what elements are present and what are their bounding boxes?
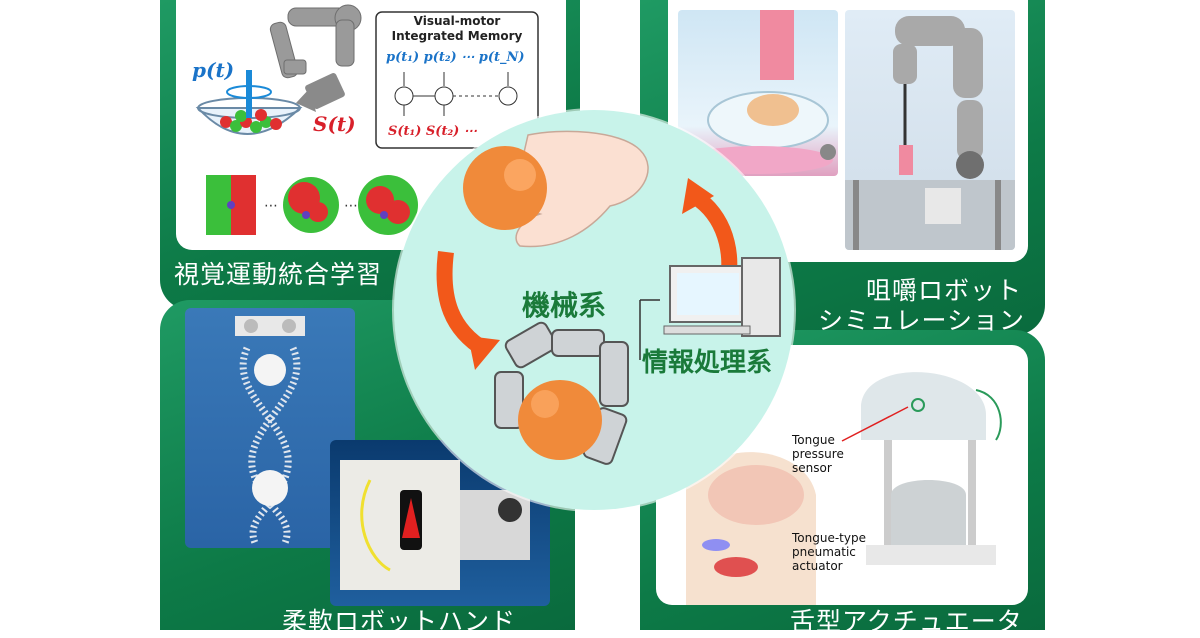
memory-chain — [394, 72, 518, 116]
particle-diagram-3 — [358, 175, 418, 235]
label-tongue-actuator: 舌型アクチュエータ — [790, 607, 1023, 636]
label-chewing-2: シミュレーション — [818, 306, 1026, 335]
svg-text:⋯: ⋯ — [344, 198, 358, 214]
equation-p: p(t) — [192, 58, 235, 82]
label-info-processing: 情報処理系 — [642, 348, 773, 378]
sensor-label-2: pressure — [792, 447, 844, 461]
sensor-label-3: sensor — [792, 461, 832, 475]
particle-diagram-2 — [283, 177, 339, 233]
actuator-label-2: pneumatic — [792, 545, 856, 559]
actuator-label-3: actuator — [792, 559, 843, 573]
head-illustration — [686, 452, 816, 605]
tongue-icon — [714, 557, 758, 577]
label-mechanical: 機械系 — [522, 289, 607, 322]
actuator-label-1: Tongue-type — [792, 531, 866, 545]
memory-p-row: p(t₁) p(t₂) ⋯ p(t_N) — [386, 50, 525, 65]
tongue-actuator-card: Tongue pressure sensor Tongue-type pneum… — [656, 345, 1028, 605]
memory-s-row: S(t₁) S(t₂) ⋯ — [388, 124, 477, 139]
robot-arm-icon — [269, 4, 362, 79]
sensor-label-1: Tongue — [792, 433, 835, 447]
chewing-photo-right — [845, 10, 1015, 250]
label-visual-motor: 視覚運動統合学習 — [174, 260, 383, 289]
sensor-pointer — [841, 406, 909, 442]
letter-a-icon — [402, 498, 420, 538]
equation-s: S(t) — [313, 112, 356, 136]
memory-box — [375, 11, 539, 149]
visual-motor-illustration: ⋯ ⋯ — [195, 4, 539, 235]
particle-diagram-1 — [206, 175, 256, 235]
rotation-arrow-icon — [226, 85, 272, 99]
label-flexible-hand: 柔軟ロボットハンド — [282, 607, 517, 636]
food-particles — [220, 109, 282, 133]
tongue-illustration — [686, 372, 1002, 605]
brain-icon — [708, 465, 804, 525]
svg-text:⋯: ⋯ — [264, 198, 278, 214]
flexible-hand-photo-1 — [185, 308, 355, 548]
memory-title-1: Visual-motor — [413, 14, 501, 28]
memory-title-2: Integrated Memory — [391, 29, 523, 43]
robot-jaw-icon — [760, 10, 794, 80]
actuator-device-icon — [861, 372, 1002, 565]
label-chewing-1: 咀嚼ロボット — [866, 276, 1023, 305]
ur-robot-arm-icon — [893, 16, 984, 179]
flexible-finger-icon — [239, 346, 301, 545]
camera-icon — [296, 73, 345, 112]
